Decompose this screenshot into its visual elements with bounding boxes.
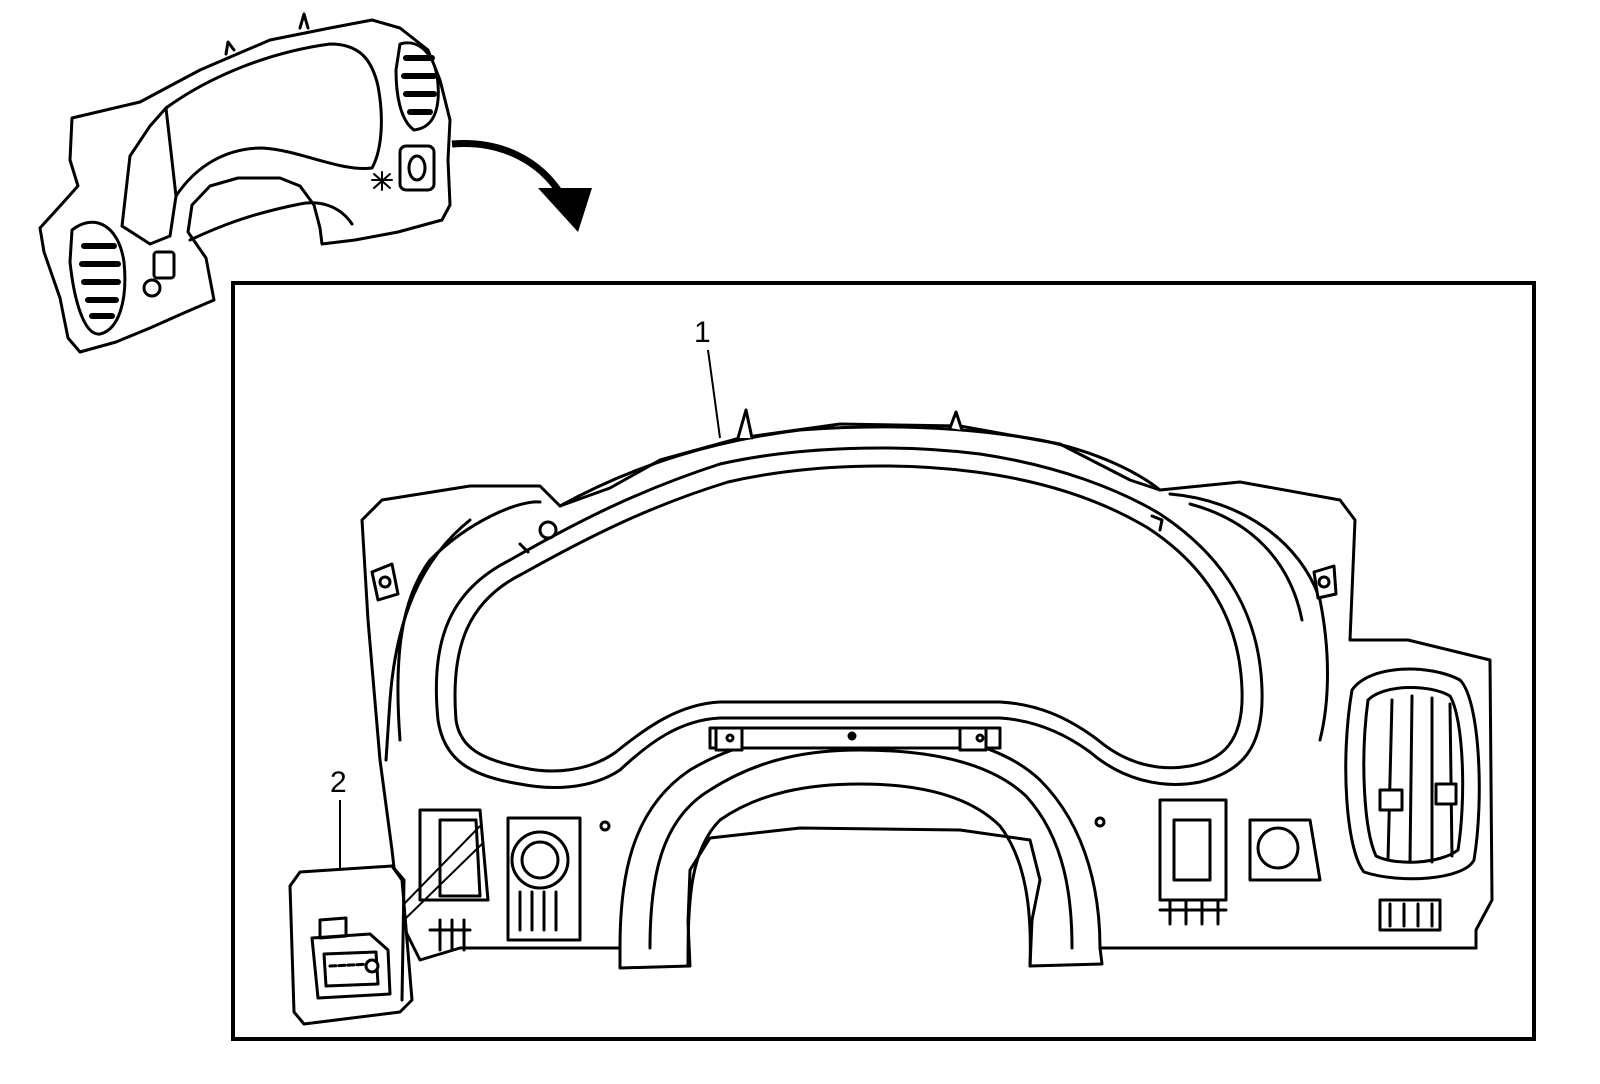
instrument-panel-bezel (360, 408, 1494, 970)
callout-1: 1 (694, 316, 721, 439)
module-leader-lines (403, 825, 485, 921)
module-connector (288, 864, 414, 1026)
callout-1-label: 1 (694, 316, 711, 349)
rotate-arrow-icon (451, 139, 592, 232)
callout-2-label: 2 (330, 766, 347, 799)
callout-2: 2 (330, 766, 347, 870)
overview-bezel-sketch (38, 12, 452, 354)
